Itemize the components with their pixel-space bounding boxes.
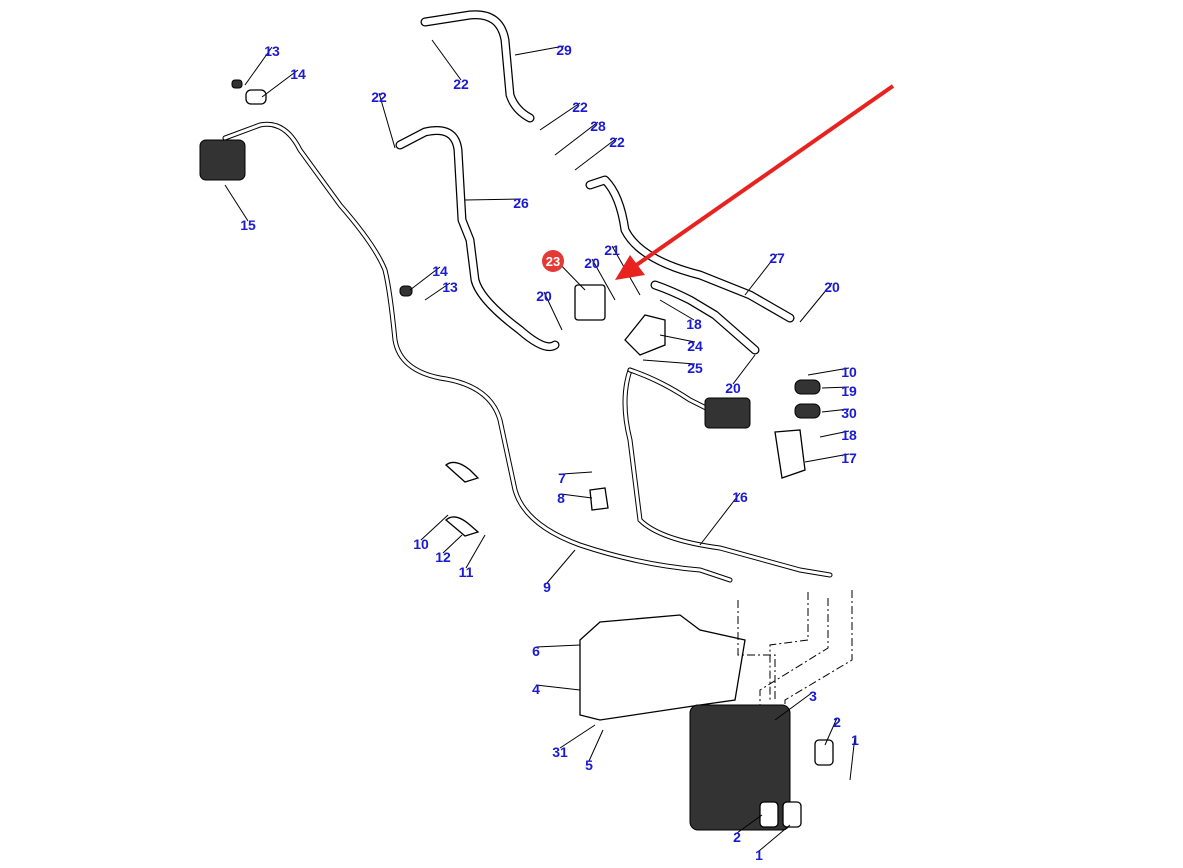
callout-19: 19 xyxy=(841,383,857,399)
callout-20: 20 xyxy=(536,288,552,304)
leader-line xyxy=(560,493,593,499)
leader-line xyxy=(420,514,449,541)
leader-line xyxy=(821,408,850,413)
leader-line xyxy=(774,691,814,721)
leader-line xyxy=(465,534,486,569)
callout-28: 28 xyxy=(590,118,606,134)
wiring-harness xyxy=(222,121,833,583)
leader-line xyxy=(588,729,604,762)
leader-line xyxy=(514,45,565,56)
leader-line xyxy=(442,534,463,554)
callout-8: 8 xyxy=(557,490,565,506)
leader-line xyxy=(807,367,850,376)
dashed-connector-lines xyxy=(737,590,853,705)
leader-line xyxy=(539,102,581,131)
callout-4: 4 xyxy=(532,681,540,697)
callout-22: 22 xyxy=(609,134,625,150)
leader-line xyxy=(424,282,451,301)
leader-line xyxy=(591,258,616,301)
leader-line xyxy=(732,354,756,385)
callout-30: 30 xyxy=(841,405,857,421)
callout-2: 2 xyxy=(733,829,741,845)
leader-line xyxy=(744,253,778,296)
leader-line xyxy=(659,299,695,321)
leader-line xyxy=(543,291,563,331)
leader-line xyxy=(546,549,576,584)
leader-line xyxy=(574,137,618,171)
leader-line xyxy=(559,724,596,749)
callout-3: 3 xyxy=(809,688,817,704)
leader-line xyxy=(535,644,581,648)
leader-line xyxy=(659,334,696,343)
callout-5: 5 xyxy=(585,757,593,773)
callout-10: 10 xyxy=(413,536,429,552)
leader-line xyxy=(378,92,396,149)
callout-22: 22 xyxy=(453,76,469,92)
callout-1: 1 xyxy=(755,847,763,863)
callout-18: 18 xyxy=(686,316,702,332)
callout-10: 10 xyxy=(841,364,857,380)
callout-18: 18 xyxy=(841,427,857,443)
callout-6: 6 xyxy=(532,643,540,659)
callout-2: 2 xyxy=(833,714,841,730)
callout-20: 20 xyxy=(824,279,840,295)
callout-9: 9 xyxy=(543,579,551,595)
callout-27: 27 xyxy=(769,250,785,266)
callout-25: 25 xyxy=(687,360,703,376)
callout-1: 1 xyxy=(851,732,859,748)
callout-12: 12 xyxy=(435,549,451,565)
leader-line xyxy=(431,39,462,81)
leader-line xyxy=(824,717,838,746)
callout-16: 16 xyxy=(732,489,748,505)
leader-line xyxy=(464,198,522,201)
leader-line xyxy=(224,184,249,222)
callout-26: 26 xyxy=(513,195,529,211)
callout-24: 24 xyxy=(687,338,703,354)
highlight-arrow xyxy=(615,84,895,280)
callout-23: 23 xyxy=(546,254,560,269)
callout-13: 13 xyxy=(264,43,280,59)
leader-line xyxy=(642,359,696,365)
leader-line xyxy=(261,69,299,98)
callout-31: 31 xyxy=(552,744,568,760)
leader-line xyxy=(535,684,581,691)
leader-line xyxy=(736,814,763,834)
leader-line xyxy=(849,735,856,781)
highlight-badge xyxy=(542,250,564,272)
callout-14: 14 xyxy=(290,66,306,82)
callout-20: 20 xyxy=(584,255,600,271)
callout-29: 29 xyxy=(556,42,572,58)
leader-line xyxy=(409,266,441,291)
leader-line xyxy=(244,46,273,86)
leader-line xyxy=(554,121,599,156)
leader-line xyxy=(699,492,741,546)
leader-line xyxy=(561,471,593,475)
callout-22: 22 xyxy=(371,89,387,105)
callout-20: 20 xyxy=(725,380,741,396)
callout-14: 14 xyxy=(432,263,448,279)
leader-line xyxy=(804,453,850,463)
callout-22: 22 xyxy=(572,99,588,115)
callout-13: 13 xyxy=(442,279,458,295)
components xyxy=(199,79,834,831)
callout-11: 11 xyxy=(459,564,474,580)
leader-line xyxy=(758,824,791,852)
callout-17: 17 xyxy=(841,450,857,466)
callout-7: 7 xyxy=(558,470,566,486)
leader-line xyxy=(819,430,850,438)
callout-21: 21 xyxy=(604,242,620,258)
hoses xyxy=(395,10,795,355)
leader-line xyxy=(799,282,833,323)
leader-line xyxy=(821,386,850,389)
callout-15: 15 xyxy=(240,217,256,233)
